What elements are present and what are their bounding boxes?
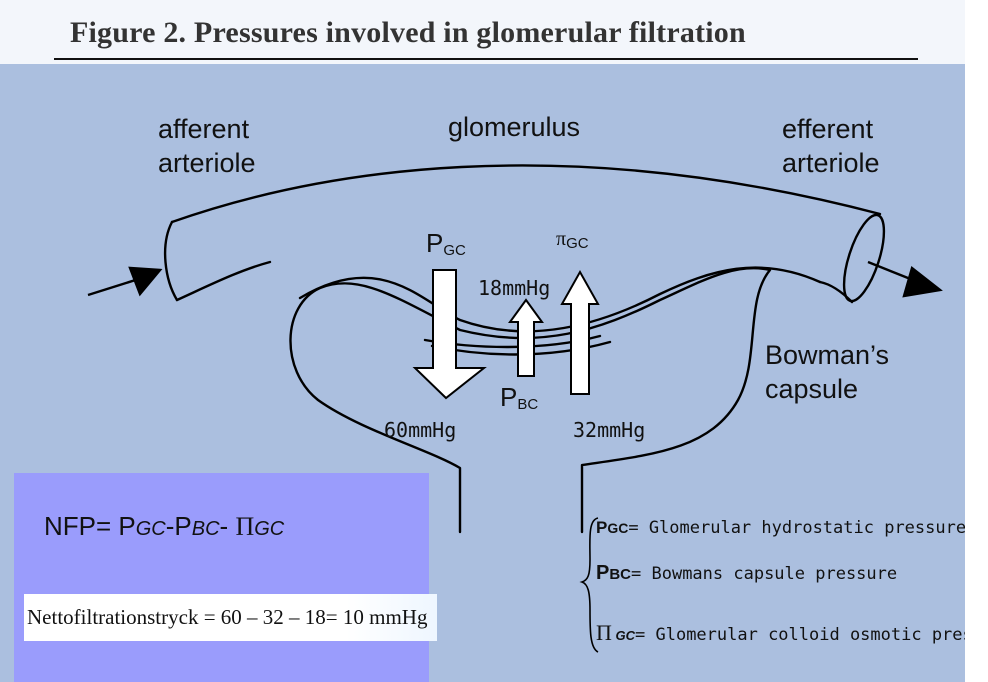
efferent-line-1: efferent: [782, 114, 874, 144]
bowman-line-2: capsule: [765, 374, 859, 404]
bowman-capsule-outer: [289, 267, 772, 534]
efferent-line-2: arteriole: [782, 148, 880, 178]
pbc-symbol-sub: BC: [517, 396, 539, 413]
pigc-symbol: πGC: [556, 228, 589, 252]
slide: Figure 2. Pressures involved in glomerul…: [0, 0, 965, 682]
legend-brace: [579, 517, 599, 653]
pigc-value: 32mmHg: [573, 418, 646, 442]
legend-pigc-symbol: Π: [596, 620, 612, 645]
title-band: [0, 0, 965, 64]
legend-pgc-sub: GC: [607, 520, 629, 536]
afferent-line-2: arteriole: [158, 148, 256, 178]
formula-gc-1: GC: [135, 518, 166, 540]
nfp-formula: NFP= PGC-PBC- ΠGC: [44, 511, 284, 542]
title-underline: [54, 58, 918, 60]
formula-bc: BC: [191, 518, 220, 540]
legend-item-pgc: PGC= Glomerular hydrostatic pressure: [596, 518, 965, 538]
pbc-value: 18mmHg: [478, 276, 551, 300]
afferent-end-cap: [163, 220, 179, 302]
formula-minus-pbc: -P: [165, 511, 192, 541]
legend-pbc-sub: BC: [609, 566, 632, 583]
glomerulus-diagram: [87, 164, 943, 653]
pigc-up-arrow: [560, 269, 600, 395]
pgc-value: 60mmHg: [384, 418, 457, 442]
afferent-label: afferent arteriole: [158, 112, 256, 180]
bowman-label: Bowman’s capsule: [765, 338, 889, 406]
pgc-down-arrow: [412, 269, 487, 400]
pigc-symbol-main: π: [556, 228, 567, 250]
capillary-wall-upper: [298, 266, 822, 333]
outflow-arrow: [867, 260, 943, 298]
efferent-label: efferent arteriole: [782, 112, 880, 180]
pgc-symbol: PGC: [426, 228, 466, 259]
inflow-arrow: [87, 266, 163, 297]
pigc-symbol-sub: GC: [566, 235, 589, 252]
glomerulus-label: glomerulus: [448, 112, 581, 142]
formula-minus-2: -: [219, 511, 236, 541]
legend-item-pbc: PBC= Bowmans capsule pressure: [596, 562, 897, 585]
legend-pbc-text: = Bowmans capsule pressure: [631, 564, 898, 584]
legend-pgc-symbol: P: [596, 518, 608, 537]
arteriole-upper-wall: [170, 164, 882, 224]
pgc-symbol-sub: GC: [443, 242, 466, 259]
pgc-symbol-main: P: [426, 228, 444, 258]
formula-lhs: NFP= P: [44, 511, 136, 541]
nettofiltration-calculation: Nettofiltrationstryck = 60 – 32 – 18= 10…: [24, 594, 437, 641]
pbc-symbol: PBC: [500, 382, 538, 413]
formula-pi: Π: [235, 512, 255, 541]
legend-pbc-symbol: P: [596, 562, 610, 584]
legend-pigc-text: = Glomerular colloid osmotic pressure: [635, 625, 965, 645]
pbc-up-arrow: [508, 298, 544, 377]
legend-pigc-sub: GC: [611, 628, 636, 643]
nfp-formula-box: NFP= PGC-PBC- ΠGC: [14, 473, 429, 682]
figure-title: Figure 2. Pressures involved in glomerul…: [70, 16, 746, 49]
bowman-line-1: Bowman’s: [765, 340, 890, 370]
efferent-opening: [842, 213, 886, 303]
legend-pgc-text: = Glomerular hydrostatic pressure: [628, 518, 965, 538]
legend-item-pigc: Π GC= Glomerular colloid osmotic pressur…: [596, 620, 965, 646]
pbc-symbol-main: P: [500, 382, 518, 412]
afferent-line-1: afferent: [158, 114, 250, 144]
formula-gc-2: GC: [254, 518, 285, 540]
